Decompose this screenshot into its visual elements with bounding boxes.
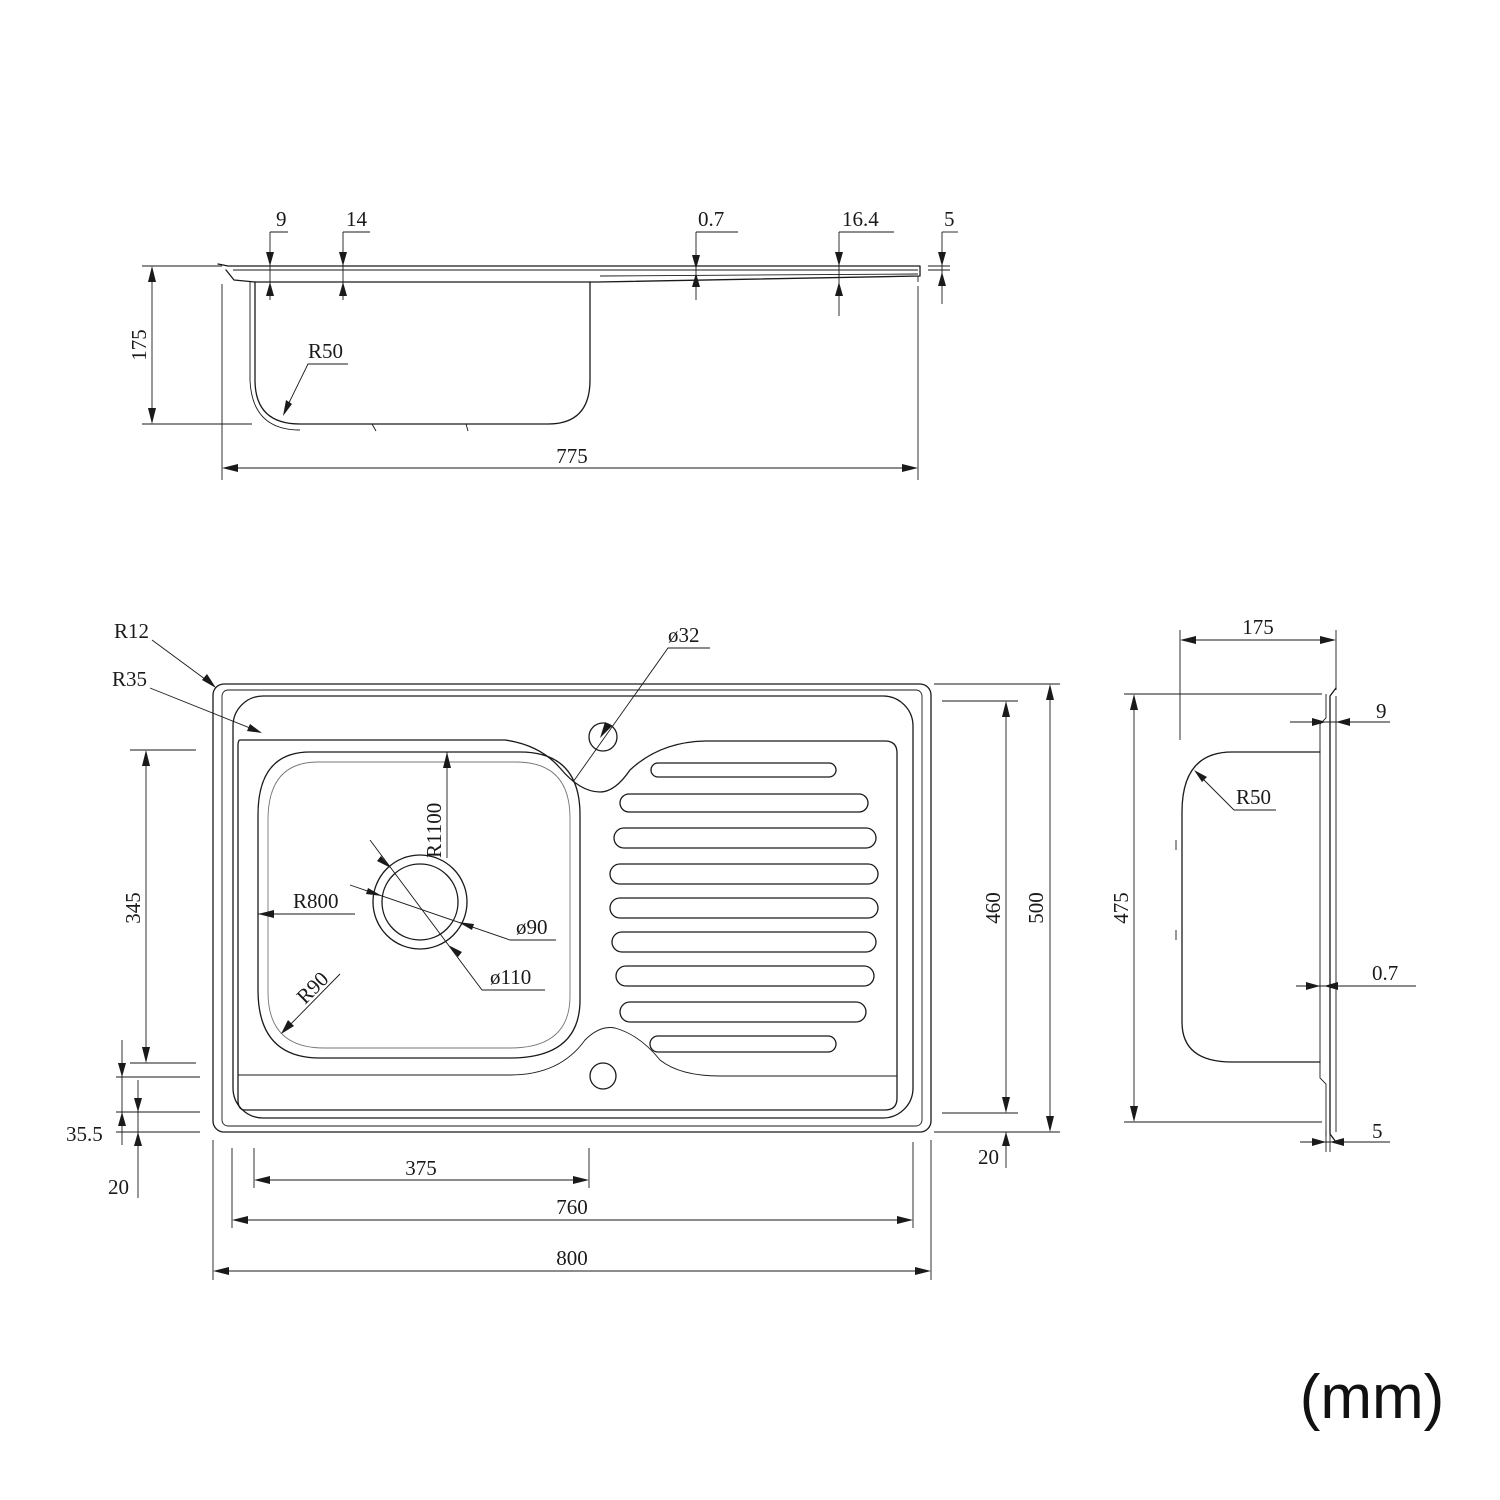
side-radius-label: R50 (308, 339, 343, 363)
side-length-label: 775 (556, 444, 588, 468)
top-tap-hole-label: ø32 (668, 623, 700, 647)
top-r35-label: R35 (112, 667, 147, 691)
side-dim-0-7: 0.7 (698, 207, 724, 231)
end-height-label: 475 (1109, 892, 1133, 924)
top-r1100-label: R1100 (422, 803, 446, 858)
top-offset-right-label: 20 (978, 1145, 999, 1169)
side-depth-label: 175 (127, 329, 151, 361)
end-radius-label: R50 (1236, 785, 1271, 809)
top-bowl-width-label: 375 (405, 1156, 437, 1180)
top-waste-inner-label: ø90 (516, 915, 548, 939)
end-flange-label: 9 (1376, 699, 1387, 723)
end-thickness-label: 0.7 (1372, 961, 1398, 985)
side-dim-16-4: 16.4 (842, 207, 879, 231)
end-depth-label: 175 (1242, 615, 1274, 639)
top-offset-a-label: 35.5 (66, 1122, 103, 1146)
top-r800-label: R800 (293, 889, 339, 913)
top-inner-width-label: 460 (981, 892, 1005, 924)
top-overall-width-label: 500 (1024, 892, 1048, 924)
top-overall-length-label: 800 (556, 1246, 588, 1270)
drainer-grooves (609, 762, 879, 1053)
side-view: 175 775 R50 9 14 0.7 16.4 (127, 207, 958, 480)
top-offset-b-label: 20 (108, 1175, 129, 1199)
end-lip-label: 5 (1372, 1119, 1383, 1143)
side-dim-5: 5 (944, 207, 955, 231)
top-view: R12 R35 ø32 R1100 R800 ø90 ø110 R90 (66, 619, 1060, 1280)
top-waste-outer-label: ø110 (490, 965, 531, 989)
top-inner-length-label: 760 (556, 1195, 588, 1219)
top-r90-label: R90 (292, 967, 334, 1009)
top-r12-label: R12 (114, 619, 149, 643)
top-bowl-height-label: 345 (121, 892, 145, 924)
unit-label: (mm) (1300, 1363, 1445, 1432)
side-dim-14: 14 (346, 207, 368, 231)
end-view: 175 475 9 R50 0.7 5 (1109, 615, 1416, 1152)
side-dim-9: 9 (276, 207, 287, 231)
